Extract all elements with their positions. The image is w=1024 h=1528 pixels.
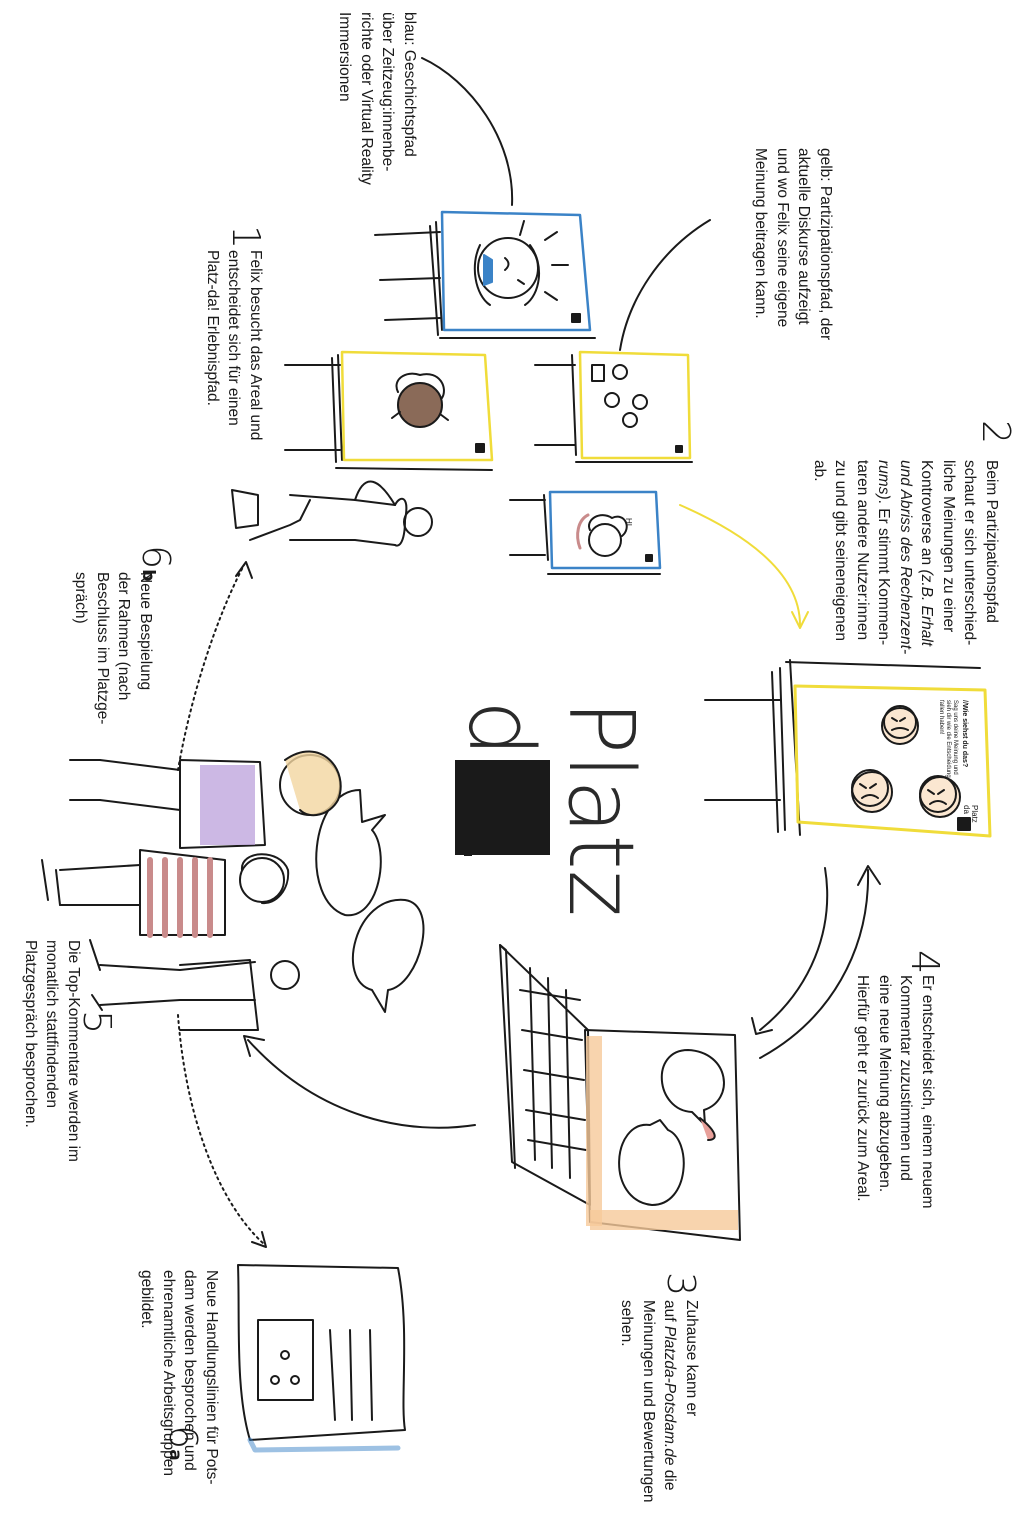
note-step3: Zuhause kann er auf Platzda-Potsdam.de d… (618, 1300, 701, 1503)
person-felix-standing (231, 480, 433, 547)
step-number-4: 4 (903, 950, 947, 975)
connector-blau (421, 57, 514, 206)
speech-bubbles (315, 789, 425, 1013)
step-number-3: 3 (659, 1272, 703, 1297)
note-blau: blau: Geschichtspfad über Zeitzeug:innen… (336, 12, 419, 185)
arrow-back-to-board (759, 869, 870, 1059)
board-brand: Platz da (962, 805, 979, 823)
speech-hi: HI (624, 518, 633, 526)
dotted-arrow-6a (177, 1014, 266, 1246)
arrow-to-laptop (759, 867, 829, 1031)
connector-gelb (619, 219, 711, 351)
brochure-illustration (237, 1264, 406, 1453)
step-number-1: 1 (224, 225, 268, 250)
note-step4: Er entscheidet sich, einem neuem Komment… (854, 975, 937, 1209)
arrow-laptop-to-people (247, 1039, 476, 1129)
note-step1: Felix besucht das Areal und entscheidet … (204, 250, 264, 441)
logo-square (455, 760, 550, 855)
note-step5: Die Top-Kommentare werden im monatlich s… (22, 940, 82, 1162)
person-blonde-purple (69, 750, 342, 849)
logo-dot (464, 848, 472, 856)
arrow-yellow (679, 504, 801, 626)
note-step6b: Neue Bespielung der Rahmen (nach Beschlu… (72, 572, 155, 725)
step-number-2: 2 (974, 420, 1018, 445)
board-yellow-2 (534, 350, 693, 463)
person-right-group (89, 939, 300, 1031)
board-blue-history (374, 210, 596, 339)
laptop-illustration (499, 944, 741, 1241)
note-step2: Beim Partizipationspfad schaut er sich u… (811, 460, 1000, 655)
note-gelb: gelb: Partizipationspfad, der aktuelle D… (752, 148, 835, 341)
dotted-arrow-6b (177, 564, 245, 771)
board-title: //Wie siehst du das? (961, 700, 968, 768)
board-yellow-1 (284, 350, 494, 471)
person-striped-sweater (41, 849, 290, 938)
note-step6a: Neue Handlungslinien für Pots- dam werde… (138, 1270, 221, 1485)
board-subtitle: Sag uns deine Meinung und sieh dir wie d… (938, 700, 958, 778)
board-blue-small (509, 490, 662, 575)
board-yellow-large (704, 659, 992, 838)
logo-platz: Platz (548, 700, 653, 917)
